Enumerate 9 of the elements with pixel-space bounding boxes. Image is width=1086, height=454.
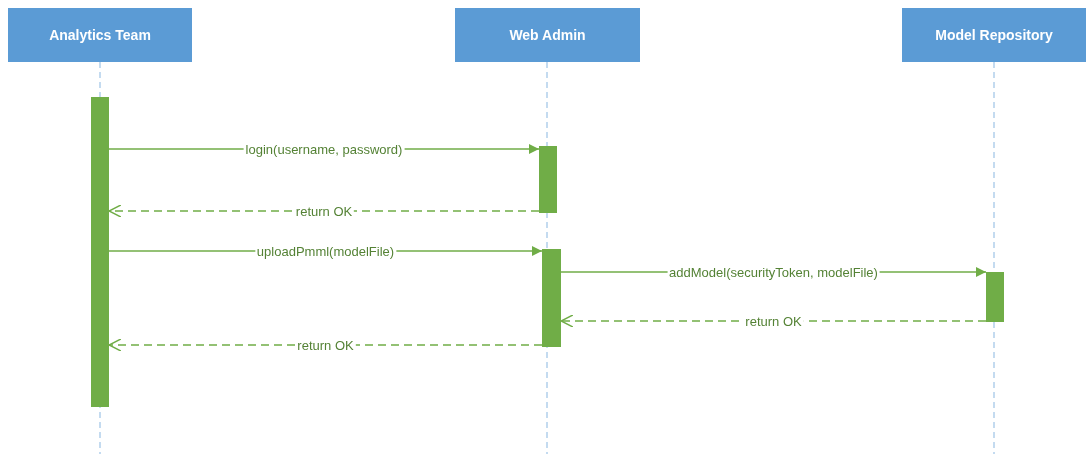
activation-bar (542, 249, 561, 347)
return-arrow (108, 338, 543, 352)
participant-box: Analytics Team (8, 8, 192, 62)
activation-bar (91, 97, 109, 407)
activation-bar (539, 146, 557, 213)
return-arrow (108, 204, 540, 218)
activation-bar (986, 272, 1004, 322)
participant-box: Model Repository (902, 8, 1086, 62)
participant-box: Web Admin (455, 8, 640, 62)
